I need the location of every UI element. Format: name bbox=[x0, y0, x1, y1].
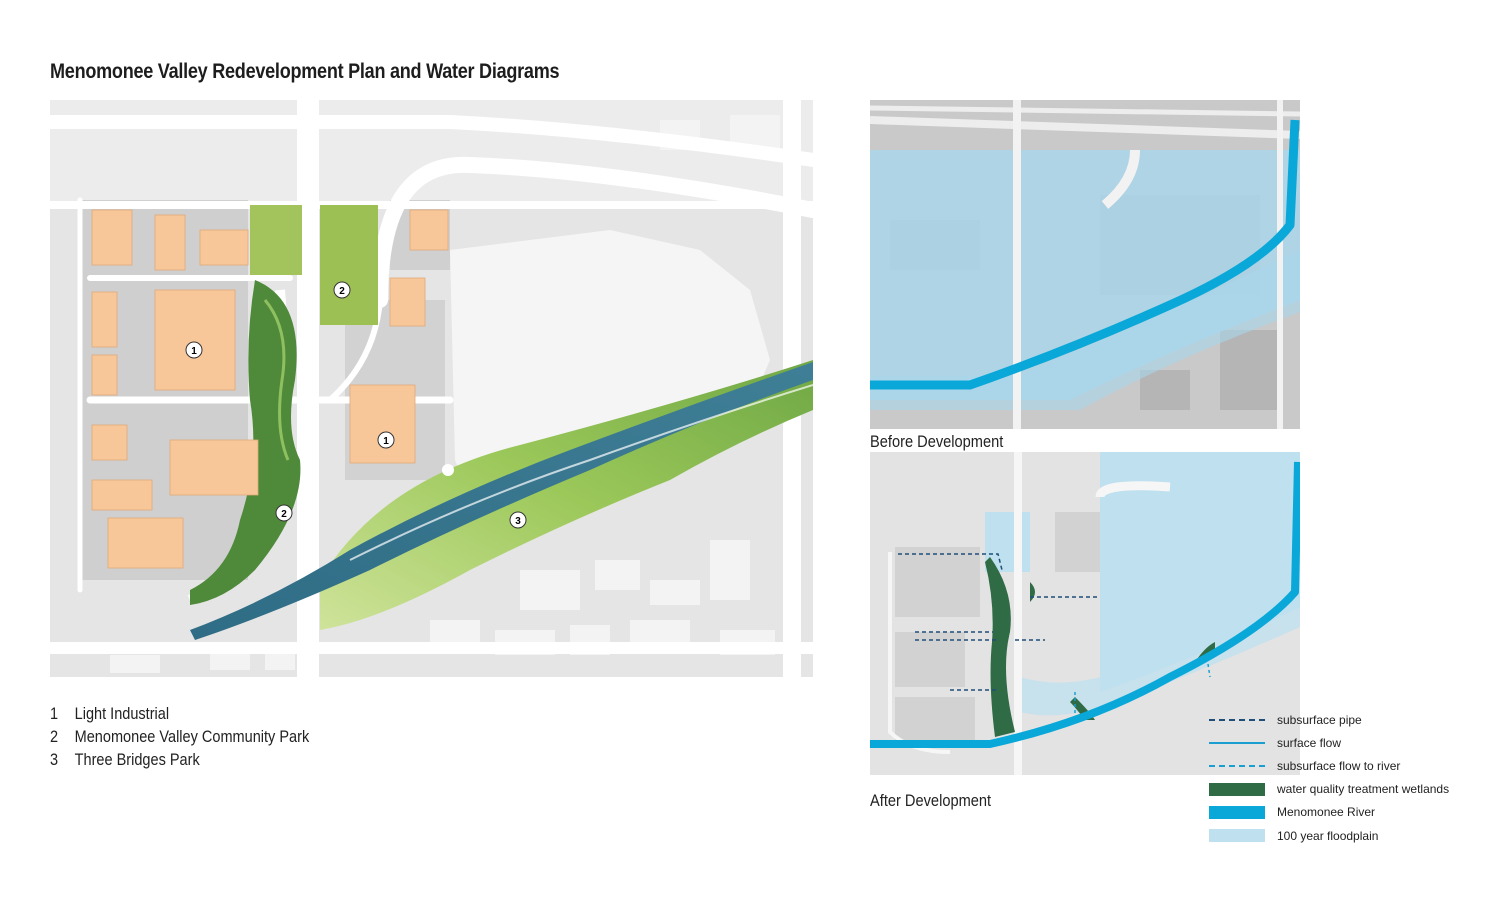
legend-item-wetlands: water quality treatment wetlands bbox=[1209, 778, 1489, 801]
legend-item-floodplain: 100 year floodplain bbox=[1209, 824, 1489, 847]
legend-label: surface flow bbox=[1277, 735, 1342, 750]
plan-marker-1b: 1 bbox=[377, 431, 395, 449]
legend-label: subsurface flow to river bbox=[1277, 758, 1401, 773]
legend-swatch bbox=[1209, 805, 1265, 819]
water-diagram-legend: subsurface pipe surface flow subsurface … bbox=[1209, 708, 1489, 847]
legend-item-subsurface-pipe: subsurface pipe bbox=[1209, 708, 1489, 731]
svg-text:2: 2 bbox=[339, 286, 345, 297]
key-item-three-bridges-park: 3 Three Bridges Park bbox=[50, 749, 309, 772]
legend-label: water quality treatment wetlands bbox=[1277, 782, 1450, 797]
legend-label: Menomonee River bbox=[1277, 805, 1376, 820]
redevelopment-plan-map: 1 1 2 2 3 bbox=[50, 100, 813, 677]
legend-label: subsurface pipe bbox=[1277, 712, 1362, 727]
plan-marker-1a: 1 bbox=[185, 341, 203, 359]
svg-text:1: 1 bbox=[191, 346, 197, 357]
page-title: Menomonee Valley Redevelopment Plan and … bbox=[50, 60, 560, 83]
legend-swatch bbox=[1209, 713, 1265, 726]
key-label: Three Bridges Park bbox=[74, 751, 200, 769]
legend-swatch bbox=[1209, 829, 1265, 843]
legend-item-subsurface-flow-to-river: subsurface flow to river bbox=[1209, 754, 1489, 777]
plan-marker-3: 3 bbox=[509, 511, 527, 529]
svg-text:1: 1 bbox=[383, 436, 389, 447]
plan-marker-2b: 2 bbox=[275, 504, 293, 522]
legend-label: 100 year floodplain bbox=[1277, 828, 1379, 843]
key-label: Light Industrial bbox=[74, 705, 170, 723]
key-label: Menomonee Valley Community Park bbox=[74, 728, 310, 746]
legend-swatch bbox=[1209, 759, 1265, 772]
before-development-map bbox=[870, 100, 1300, 429]
key-item-community-park: 2 Menomonee Valley Community Park bbox=[50, 726, 309, 749]
svg-text:2: 2 bbox=[281, 509, 287, 520]
legend-item-surface-flow: surface flow bbox=[1209, 731, 1489, 754]
plan-marker-2a: 2 bbox=[333, 281, 351, 299]
after-development-map bbox=[870, 452, 1300, 775]
legend-swatch bbox=[1209, 736, 1265, 749]
svg-text:3: 3 bbox=[515, 516, 521, 527]
legend-swatch bbox=[1209, 782, 1265, 796]
after-development-caption: After Development bbox=[870, 791, 992, 810]
key-number: 2 bbox=[50, 728, 59, 746]
key-item-light-industrial: 1 Light Industrial bbox=[50, 703, 309, 726]
plan-key: 1 Light Industrial 2 Menomonee Valley Co… bbox=[50, 703, 345, 772]
key-number: 3 bbox=[50, 751, 59, 769]
before-development-caption: Before Development bbox=[870, 432, 1004, 451]
legend-item-menomonee-river: Menomonee River bbox=[1209, 801, 1489, 824]
key-number: 1 bbox=[50, 705, 59, 723]
